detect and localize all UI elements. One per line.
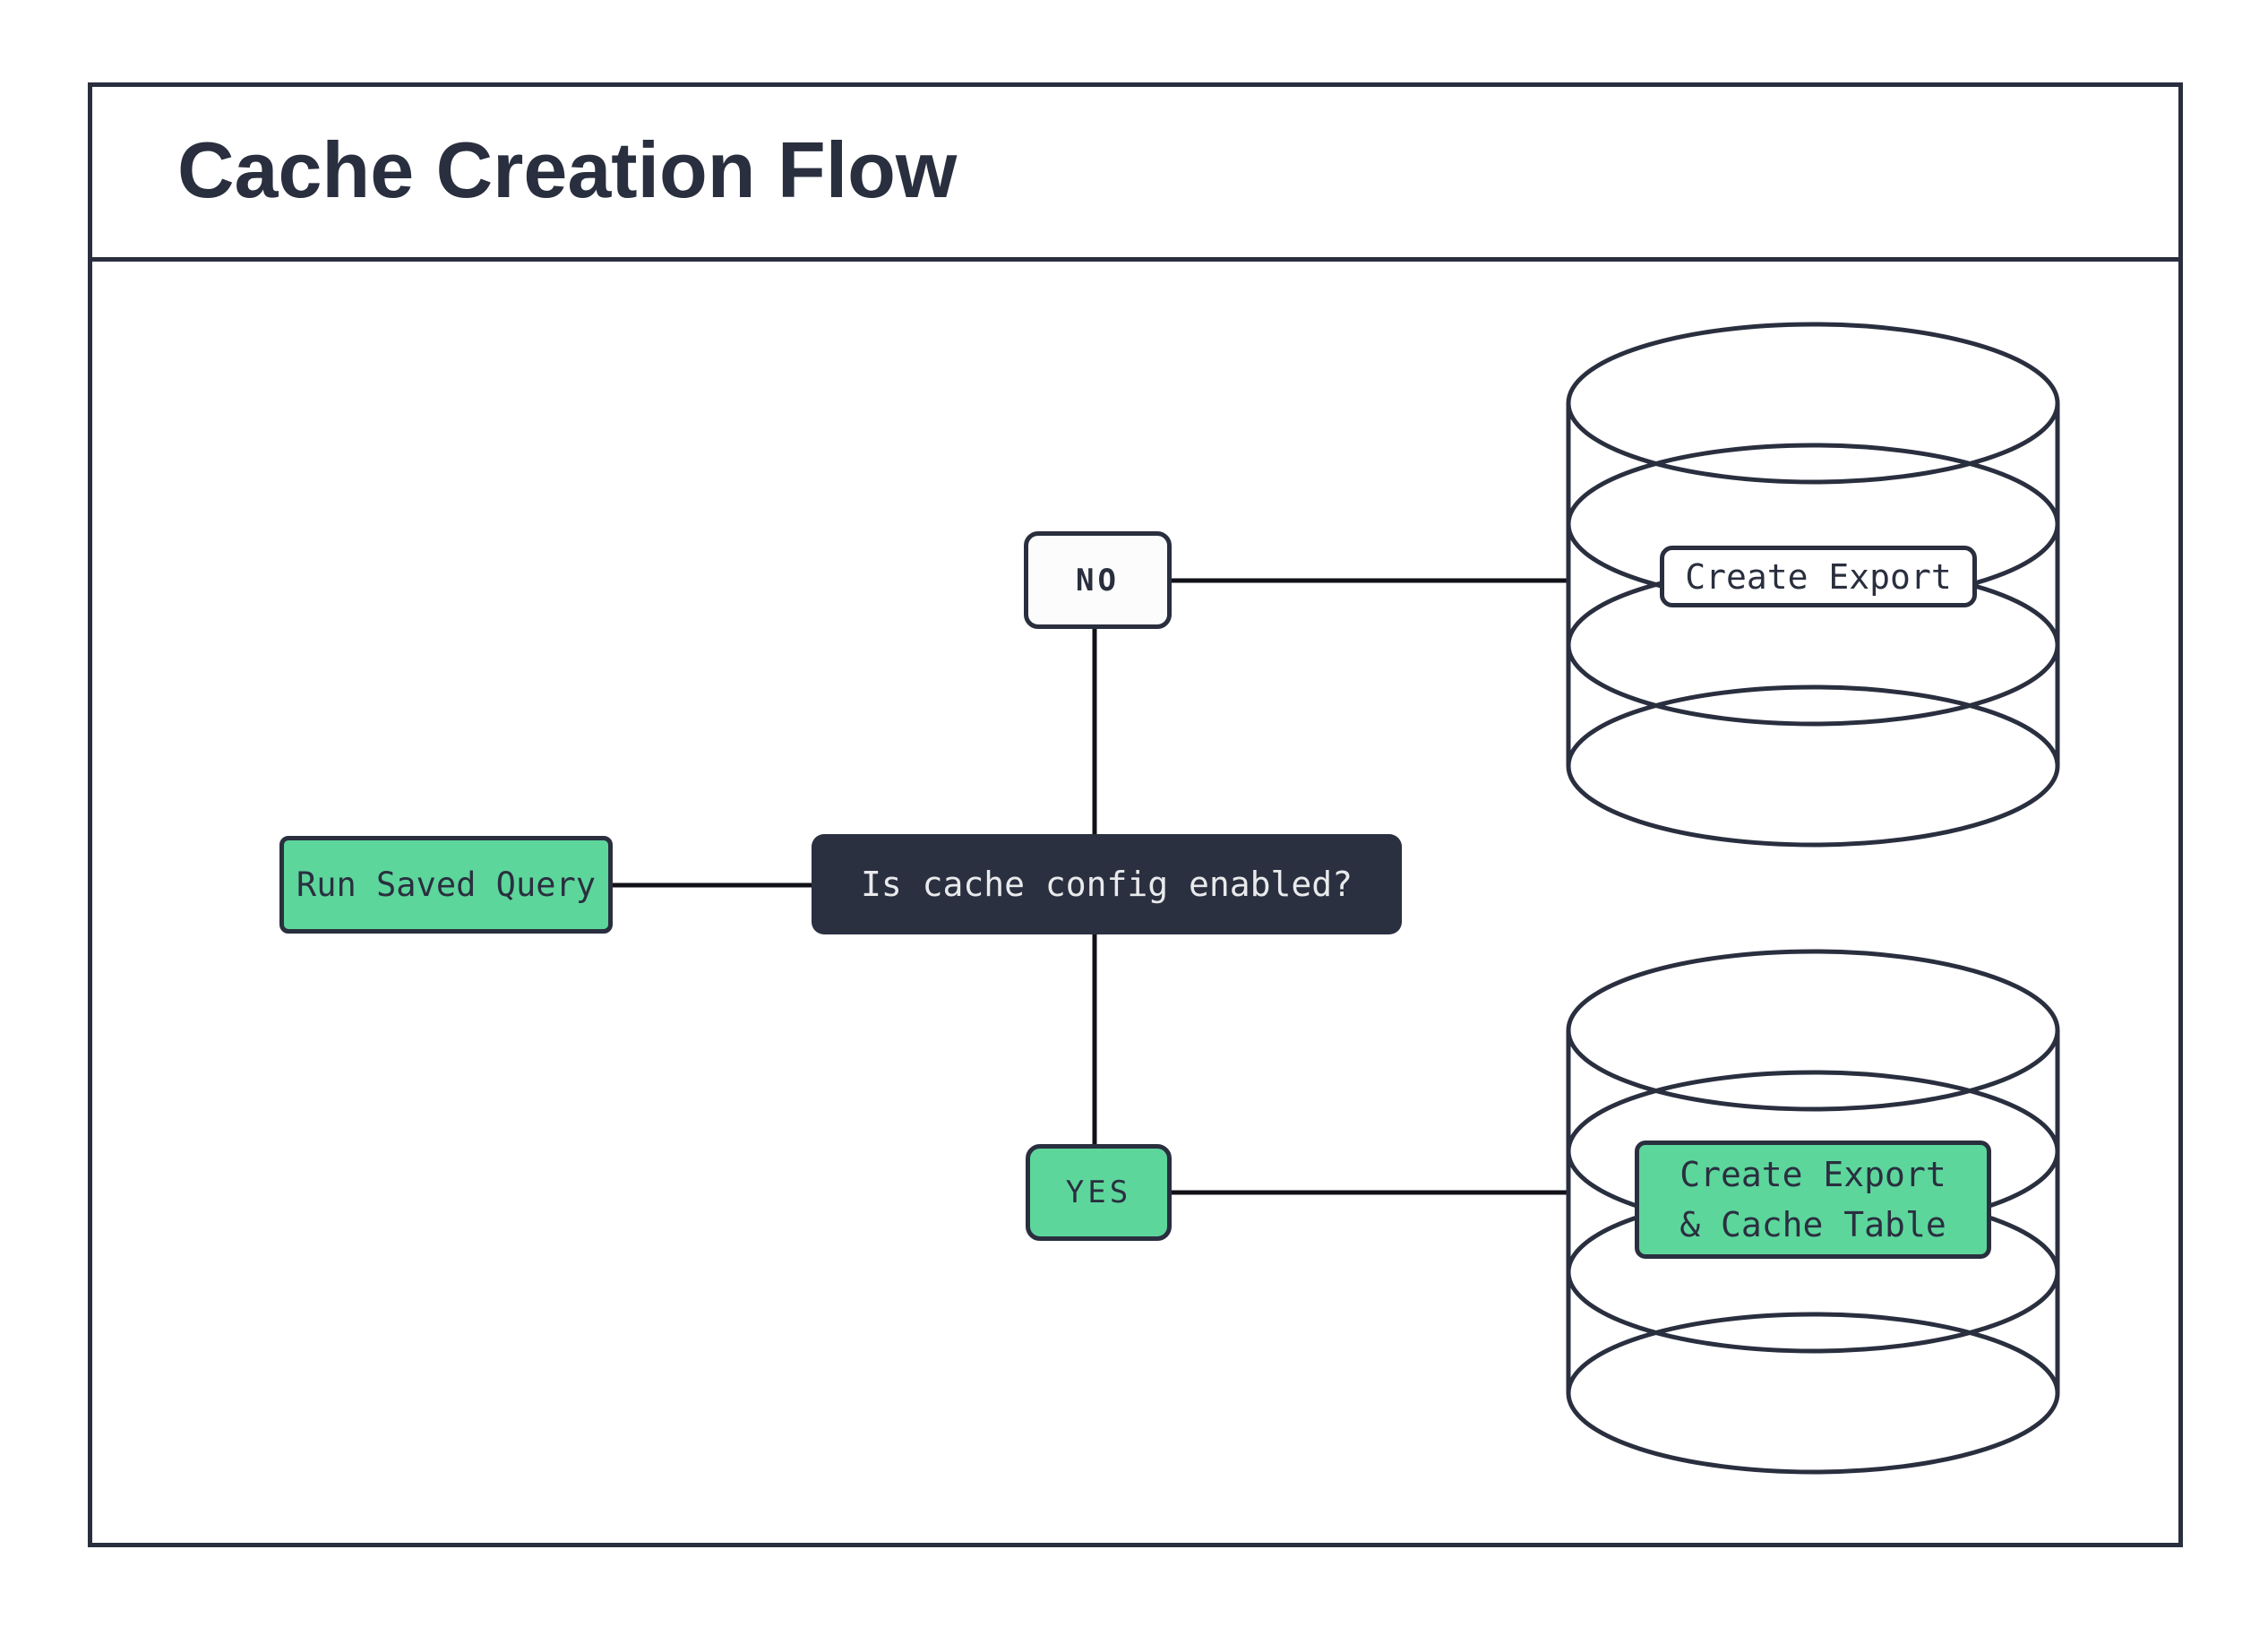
node-run-saved-query: Run Saved Query <box>279 836 613 934</box>
database-icon-no-branch <box>1566 322 2060 848</box>
diagram-header: Cache Creation Flow <box>88 82 2183 262</box>
node-create-export: Create Export <box>1660 546 1977 607</box>
node-run-saved-query-label: Run Saved Query <box>296 865 597 904</box>
node-cache-config-decision: Is cache config enabled? <box>812 834 1402 934</box>
node-create-export-cache-table-line1: Create Export <box>1680 1155 1946 1194</box>
node-create-export-cache-table-line2: & Cache Table <box>1680 1205 1946 1244</box>
node-create-export-cache-table: Create Export & Cache Table <box>1635 1141 1991 1259</box>
node-no-branch-label: NO <box>1076 562 1120 598</box>
node-create-export-label: Create Export <box>1685 556 1952 597</box>
node-yes-branch-label: YES <box>1065 1175 1132 1210</box>
node-cache-config-decision-label: Is cache config enabled? <box>860 865 1353 904</box>
page-title: Cache Creation Flow <box>177 125 958 214</box>
node-no-branch: NO <box>1024 531 1172 629</box>
node-yes-branch: YES <box>1026 1144 1172 1241</box>
